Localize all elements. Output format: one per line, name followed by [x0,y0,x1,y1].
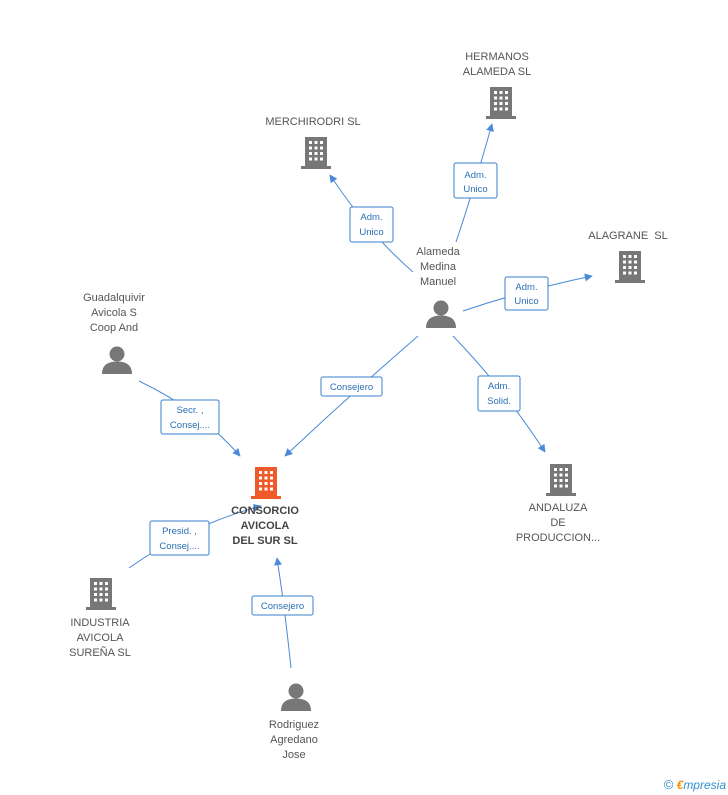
node-label-line: Rodriguez [269,719,319,731]
node-guadalquivir[interactable]: Guadalquivir Avicola S Coop And [83,292,145,374]
node-label-line: ALAMEDA SL [463,66,531,78]
edge-label-alameda-consorcio[interactable]: Consejero [320,376,383,397]
node-label-line: Jose [282,749,305,761]
edge-label-line: Unico [463,184,487,195]
edge-label-line: Adm. [515,282,537,293]
edge-label-industria-consorcio[interactable]: Presid. , Consej.... [149,520,210,556]
footer-brand: © €mpresia [664,777,726,792]
edge-label-rodriguez-consorcio[interactable]: Consejero [251,595,314,616]
node-label-line: INDUSTRIA [70,617,130,629]
node-label-line: ANDALUZA [529,502,588,514]
edge-label-line: Adm. [464,170,486,181]
node-label-line: Coop And [90,322,138,334]
node-andaluza[interactable]: ANDALUZA DE PRODUCCION... [516,464,600,544]
node-hermanos-alameda[interactable]: HERMANOS ALAMEDA SL [463,51,531,119]
node-label-line: Alameda [416,246,460,258]
edge-label-alameda-merchirodri[interactable]: Adm. Unico [349,206,394,243]
building-icon [251,467,281,499]
building-icon [615,251,645,283]
edge-label-line: Presid. , [162,526,197,537]
node-label-line: CONSORCIO [231,505,299,517]
building-icon [301,137,331,169]
brand-name: mpresia [683,778,726,792]
edge-label-line: Unico [359,227,383,238]
node-label-line: DEL SUR SL [232,535,297,547]
node-label-line: MERCHIRODRI SL [265,116,360,128]
node-label-line: DE [550,517,565,529]
node-alameda-medina-manuel[interactable]: Alameda Medina Manuel [416,246,461,328]
building-icon [546,464,576,496]
edge-label-guadalquivir-consorcio[interactable]: Secr. , Consej.... [160,399,220,435]
person-icon [426,300,456,328]
node-label-line: SUREÑA SL [69,646,131,659]
node-label-line: ALAGRANE SL [588,230,667,242]
node-label-line: AVICOLA [241,520,290,532]
building-icon [486,87,516,119]
edge-label-alameda-hermanos[interactable]: Adm. Unico [453,162,498,199]
edge-label-line: Consej.... [170,420,210,431]
node-label-line: Manuel [420,276,456,288]
edge-label-line: Unico [514,296,538,307]
edge-label-alameda-andaluza[interactable]: Adm. Solid. [477,375,521,412]
edge-label-line: Consejero [330,382,373,393]
edge-label-line: Secr. , [177,405,204,416]
node-label-line: PRODUCCION... [516,532,600,544]
node-alagrane[interactable]: ALAGRANE SL [588,230,668,283]
copyright-icon: © [663,777,674,792]
node-rodriguez-agredano[interactable]: Rodriguez Agredano Jose [269,683,319,762]
person-icon [281,683,311,711]
edge-label-line: Consejero [261,601,304,612]
edge-labels: Adm. Unico Adm. Unico Adm. Unico Conseje… [149,162,549,616]
edge-label-line: Adm. [488,381,510,392]
node-consorcio-avicola-del-sur[interactable]: CONSORCIO AVICOLA DEL SUR SL [231,467,299,547]
building-icon [86,578,116,610]
person-icon [102,346,132,374]
node-label-line: Medina [420,261,457,273]
nodes: HERMANOS ALAMEDA SL MERCHIRODRI SL ALAGR… [69,51,668,761]
edge-label-line: Solid. [487,396,511,407]
node-label-line: HERMANOS [465,51,529,63]
node-label-line: Avicola S [91,307,137,319]
node-industria-avicola[interactable]: INDUSTRIA AVICOLA SUREÑA SL [69,578,131,659]
edge-label-alameda-alagrane[interactable]: Adm. Unico [504,276,549,311]
brand-initial: € [676,778,684,792]
edge-label-line: Adm. [360,212,382,223]
node-label-line: Agredano [270,734,318,746]
edge-label-line: Consej.... [159,541,199,552]
node-label-line: Guadalquivir [83,292,145,304]
node-merchirodri[interactable]: MERCHIRODRI SL [265,116,361,169]
node-label-line: AVICOLA [77,632,125,644]
